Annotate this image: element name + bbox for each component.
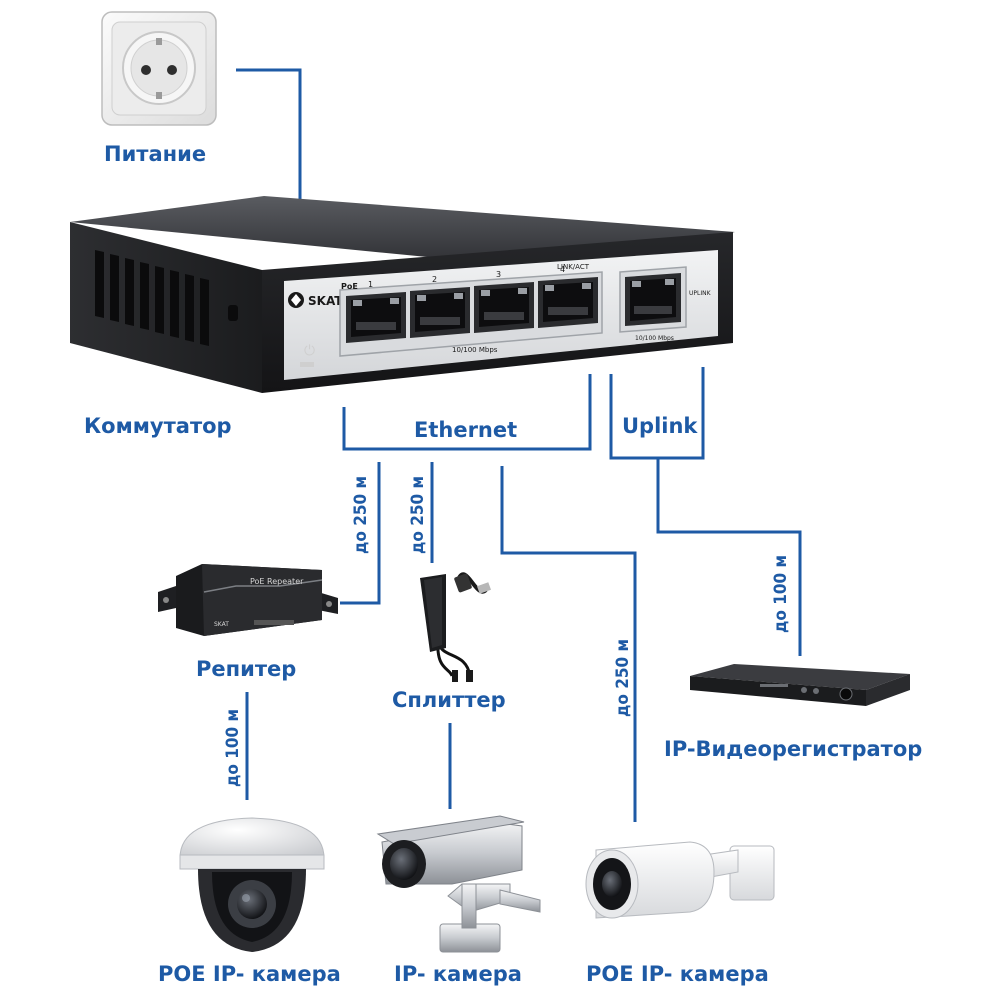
uplink-label: Uplink xyxy=(622,414,698,438)
rj45-port-2 xyxy=(410,287,470,338)
uplink-tag: UPLINK xyxy=(689,290,712,297)
power-led-icon: ⏻ xyxy=(304,343,315,359)
line-to-poe-camera xyxy=(500,466,637,822)
repeater-name: PoE Repeater xyxy=(250,577,304,586)
poe-repeater: PoE Repeater SKAT xyxy=(158,564,338,636)
speed-label-main: 10/100 Mbps xyxy=(452,346,498,354)
nvr-label: IP-Видеорегистратор xyxy=(664,737,923,761)
power-socket xyxy=(101,11,217,126)
power-line xyxy=(236,68,302,206)
svg-text:2: 2 xyxy=(432,275,437,284)
distance-repeater-camera: до 100 м xyxy=(223,709,243,787)
distance-splitter: до 250 м xyxy=(408,476,428,554)
rj45-port-3 xyxy=(474,282,534,333)
switch-label: Коммутатор xyxy=(84,414,232,438)
line-to-nvr xyxy=(656,458,802,656)
distance-nvr: до 100 м xyxy=(771,555,791,633)
svg-text:4: 4 xyxy=(560,265,565,274)
rj45-port-uplink xyxy=(625,273,681,326)
vent-slots xyxy=(95,250,209,346)
rj45-port-4 xyxy=(538,277,598,328)
port-numbers: 1 2 3 4 xyxy=(368,265,565,289)
poe-dome-camera xyxy=(179,817,325,952)
distance-repeater: до 250 м xyxy=(351,476,371,554)
connection-lines xyxy=(236,68,802,822)
poe-splitter xyxy=(420,572,492,682)
ip-box-camera xyxy=(376,815,541,953)
linkact-tag: LINK/ACT xyxy=(557,263,590,271)
power-label: Питание xyxy=(104,142,207,166)
poe-tag: PoE xyxy=(341,282,358,291)
dome-camera-label: POE IP- камера xyxy=(158,962,341,986)
uplink-bracket xyxy=(609,367,705,460)
svg-text:3: 3 xyxy=(496,270,501,279)
bullet-camera-label: POE IP- камера xyxy=(586,962,769,986)
speed-label-uplink: 10/100 Mbps xyxy=(635,335,674,342)
rj45-port-1 xyxy=(346,292,406,343)
splitter-label: Сплиттер xyxy=(392,688,506,712)
network-switch: SKAT ⏻ PoE LINK/ACT 1 2 3 4 xyxy=(70,196,735,393)
line-to-repeater xyxy=(340,462,381,605)
ethernet-label: Ethernet xyxy=(414,418,518,442)
distance-poe-camera: до 250 м xyxy=(613,639,633,717)
ethernet-bracket xyxy=(342,374,592,451)
repeater-brand: SKAT xyxy=(214,621,229,628)
repeater-label: Репитер xyxy=(196,657,297,681)
switch-brand: SKAT xyxy=(308,294,343,308)
box-camera-label: IP- камера xyxy=(394,962,522,986)
poe-bullet-camera xyxy=(585,841,775,919)
ip-video-recorder xyxy=(690,664,910,706)
svg-text:1: 1 xyxy=(368,280,373,289)
